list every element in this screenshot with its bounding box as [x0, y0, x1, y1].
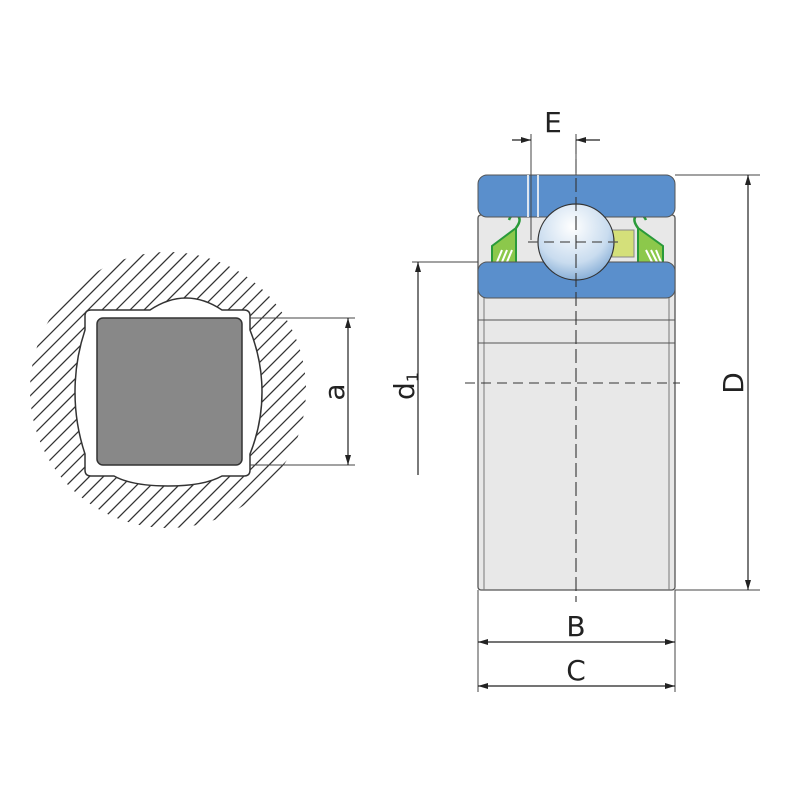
dimension-D: D: [675, 174, 760, 591]
label-d1-subscript: 1: [403, 372, 422, 382]
bearing: [465, 140, 680, 602]
dimension-a: a: [250, 317, 355, 466]
hatch-line: [30, 252, 251, 528]
hatch-line: [115, 252, 306, 528]
hatch-line: [73, 252, 306, 528]
hatch-line: [30, 252, 83, 528]
hatch-line: [30, 252, 265, 528]
label-E: E: [544, 106, 562, 139]
hatch-line: [30, 252, 223, 528]
dimension-B-C: B C: [477, 590, 676, 692]
hatch-line: [129, 252, 306, 528]
label-C: C: [566, 654, 586, 687]
label-D: D: [717, 372, 750, 394]
dimension-E: E: [512, 106, 600, 240]
hatch-line: [87, 252, 306, 528]
label-B: B: [566, 610, 585, 643]
hatch-line: [30, 252, 209, 528]
cage: [611, 229, 635, 258]
shaft-square: [96, 317, 243, 466]
hatch-line: [30, 252, 69, 528]
hatch-line: [101, 252, 306, 528]
label-d1: d: [388, 382, 421, 400]
hatch-line: [30, 252, 237, 528]
svg-text:d1: d1: [388, 372, 422, 400]
label-a: a: [318, 383, 351, 400]
dimension-d1: d1: [388, 261, 478, 475]
